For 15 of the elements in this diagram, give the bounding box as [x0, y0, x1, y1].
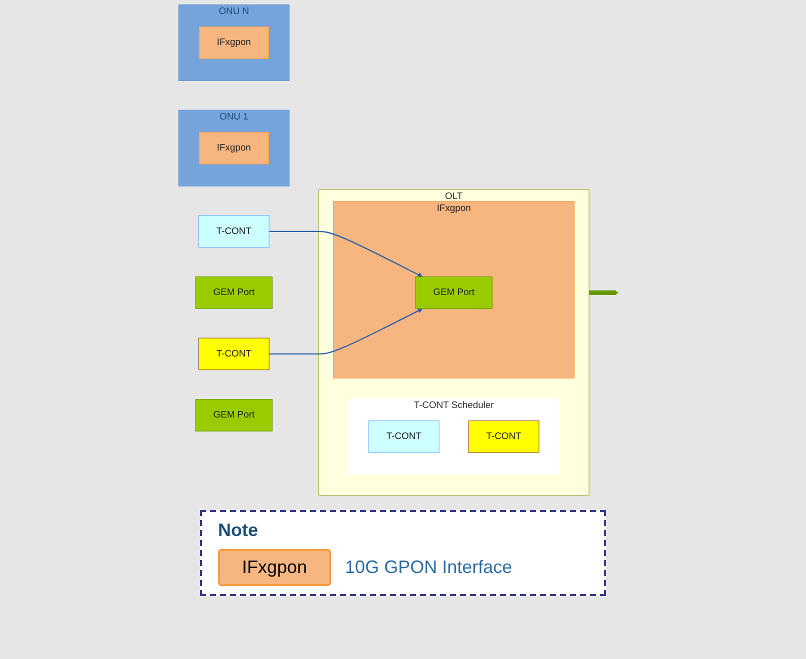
node-box: T-CONT: [198, 215, 270, 248]
arrow: [589, 290, 619, 296]
node-box: T-CONT: [198, 338, 270, 370]
node-box: GEM Port: [415, 276, 493, 309]
arrow: [269, 308, 423, 355]
swatch-label: IFxgpon: [242, 557, 308, 577]
node-box: T-CONT: [368, 420, 440, 453]
node-box: GEM Port: [195, 276, 273, 309]
arrow: [269, 230, 423, 278]
note-heading: Note: [218, 520, 259, 541]
node-box: GEM Port: [195, 399, 273, 432]
node-box: IFxgpon: [198, 132, 269, 164]
legend-text: 10G GPON Interface: [345, 557, 512, 578]
node-box: T-CONT: [468, 420, 540, 453]
node-box: IFxgpon: [198, 26, 269, 59]
